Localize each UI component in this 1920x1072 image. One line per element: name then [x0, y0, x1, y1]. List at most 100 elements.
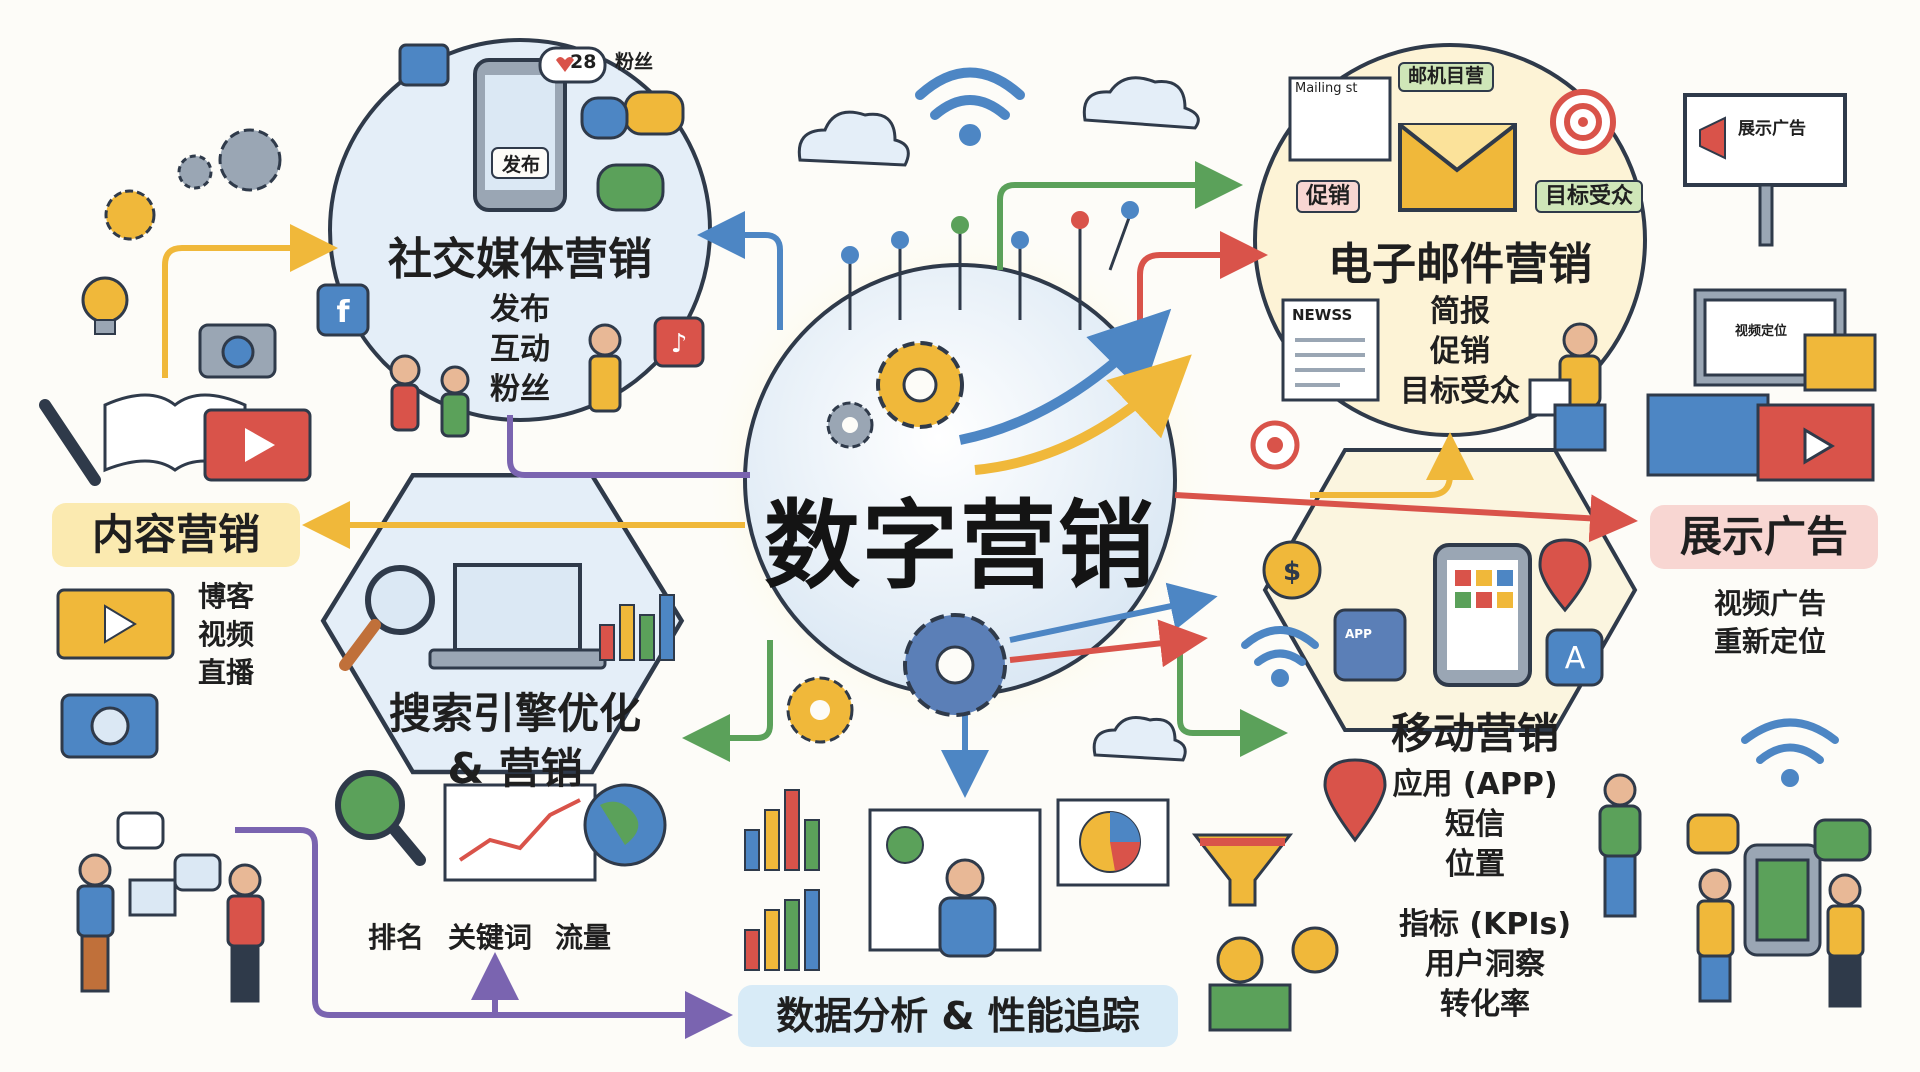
- billboard-label: 展示广告: [1738, 119, 1806, 139]
- social-item: 互动: [490, 332, 550, 367]
- social-item: 发布: [490, 292, 550, 327]
- cloud-icons: [797, 76, 1200, 762]
- gear-icon-gold-left: [786, 676, 854, 744]
- svg-text:$: $: [1283, 557, 1301, 587]
- mobile-items: 应用 (APP) 短信 位置: [1380, 765, 1570, 885]
- phone-publish-label: 发布: [501, 154, 540, 176]
- seo-title-line2: & 营销: [447, 744, 583, 793]
- content-item: 博客: [197, 580, 254, 613]
- target-icon-email: [1550, 89, 1616, 155]
- wifi-icon-right: [1741, 718, 1839, 787]
- tiktok-icon: ♪: [653, 316, 705, 368]
- analytics-item: 指标 (KPIs): [1398, 907, 1572, 942]
- social-title: 社交媒体营销: [388, 234, 652, 285]
- email-items: 简报 促销 目标受众: [1390, 292, 1530, 412]
- content-item: 视频: [197, 618, 254, 651]
- mailing-list-card: [1288, 76, 1392, 162]
- pen-icon: [39, 399, 101, 486]
- like-icon: [398, 43, 450, 87]
- envelope-icon: [1398, 123, 1517, 212]
- email-tag-promo: 促销: [1296, 180, 1361, 214]
- location-pin-icon-left: [1323, 758, 1387, 843]
- seo-item-keyword: 关键词: [448, 921, 533, 954]
- svg-text:♪: ♪: [671, 329, 688, 359]
- mobile-title: 移动营销: [1390, 709, 1559, 758]
- social-item: 粉丝: [490, 372, 550, 407]
- content-item: 直播: [197, 656, 254, 689]
- svg-text:f: f: [336, 295, 350, 330]
- presenter-person: [938, 858, 997, 958]
- seo-title: 搜索引擎优化: [388, 689, 641, 738]
- pie-chart-board: [1056, 798, 1170, 887]
- content-banner: 内容营销: [52, 503, 300, 567]
- video-player-icon-content: [203, 408, 312, 482]
- phone-icon-mobile: [1433, 543, 1532, 687]
- gear-icon-center-blue: [903, 613, 1007, 717]
- newspaper-icon: [1281, 298, 1380, 402]
- speed-arrow-red: [1009, 619, 1208, 668]
- newspaper-label: NEWSS: [1292, 306, 1353, 324]
- person-mobile: [1598, 773, 1642, 918]
- speed-arrow-blue: [1009, 582, 1218, 643]
- analytics-item: 用户洞察: [1425, 947, 1545, 982]
- heart-like-badge: [538, 46, 607, 84]
- video-icon-blog: [56, 588, 175, 660]
- app-icon-label: APP: [1345, 627, 1372, 641]
- fans-label: 粉丝: [615, 51, 654, 73]
- email-item: 简报: [1430, 294, 1490, 329]
- magnifier-icon-bottom: [335, 770, 426, 866]
- funnel-icon: [1191, 833, 1294, 907]
- seo-item-rank: 排名: [368, 921, 425, 954]
- network-nodes: [841, 201, 1139, 264]
- arrow-to-social: [697, 211, 783, 330]
- arrow-to-email-top: [997, 161, 1243, 270]
- people-bottom-right: [1696, 843, 1865, 1008]
- growth-arrow-blue: [959, 308, 1172, 445]
- people-bottom-left: [76, 853, 265, 1003]
- chat-bubbles-icon: [580, 90, 685, 212]
- seo-item-traffic: 流量: [555, 921, 612, 954]
- arrow-to-display: [1174, 492, 1638, 543]
- arrow-to-seo: [682, 640, 773, 762]
- email-item: 促销: [1430, 334, 1490, 369]
- bar-chart-seo: [599, 594, 675, 661]
- gear-icons-topleft: [104, 128, 282, 241]
- analytics-banner: 数据分析 & 性能追踪: [738, 985, 1178, 1047]
- email-tag-audience: 目标受众: [1535, 180, 1644, 214]
- mobile-item: 位置: [1445, 847, 1505, 882]
- arrow-to-email: [1137, 231, 1268, 330]
- svg-text:A: A: [1565, 641, 1586, 676]
- arrow-email-up: [1310, 432, 1474, 498]
- network-lines: [848, 214, 1132, 330]
- gear-icon-center-small: [826, 401, 874, 449]
- bar-chart-analytics-2: [744, 889, 820, 971]
- purple-to-analytics: [235, 827, 733, 1039]
- bar-chart-analytics-1: [744, 789, 820, 871]
- growth-arrow-yellow: [974, 354, 1192, 475]
- email-item: 目标受众: [1400, 374, 1520, 409]
- display-item: 重新定位: [1713, 625, 1826, 658]
- lightbulb-icon: [81, 276, 129, 335]
- chat-icons-bottom-right: [1686, 813, 1872, 862]
- mobile-item: 短信: [1445, 807, 1505, 842]
- target-icon-small: [1250, 420, 1300, 470]
- arrow-content-to-social: [162, 224, 338, 378]
- email-title: 电子邮件营销: [1328, 239, 1592, 290]
- coin-icon-top: $: [1262, 540, 1322, 600]
- display-item: 视频广告: [1713, 587, 1826, 620]
- magnifier-icon-top: [339, 565, 435, 671]
- laptop-icon: [428, 563, 607, 670]
- reading-woman: [1528, 322, 1607, 452]
- mobile-item: 应用 (APP): [1392, 767, 1558, 802]
- chat-icons-bottom-left: [116, 811, 222, 892]
- coin-icons-bottom: [1208, 926, 1339, 1032]
- monitor-label: 视频定位: [1735, 324, 1788, 339]
- people-social: [389, 323, 622, 438]
- wifi-icon-top: [915, 67, 1025, 146]
- monitor-icons: [1646, 288, 1877, 482]
- app-store-icon: A: [1545, 628, 1604, 687]
- facebook-icon: f: [316, 283, 370, 337]
- like-count: 28: [570, 51, 597, 73]
